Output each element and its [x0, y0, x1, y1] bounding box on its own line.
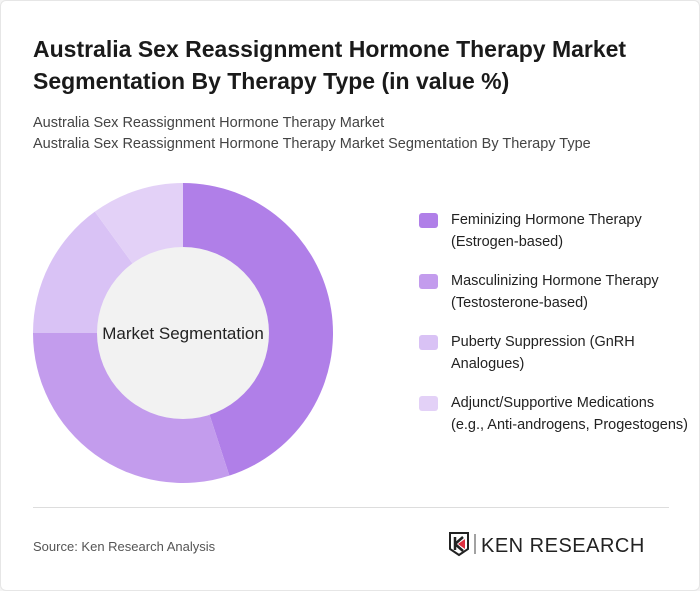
legend-item: Feminizing Hormone Therapy (Estrogen-bas… — [419, 209, 689, 253]
logo-text: KEN RESEARCH — [481, 535, 645, 557]
ken-research-logo: KEN RESEARCH — [449, 532, 645, 557]
legend-label: Masculinizing Hormone Therapy (Testoster… — [451, 273, 659, 311]
subtitle-2: Australia Sex Reassignment Hormone Thera… — [33, 136, 591, 152]
legend-swatch — [419, 335, 438, 350]
chart-title: Australia Sex Reassignment Hormone Thera… — [33, 36, 627, 94]
legend-item: Puberty Suppression (GnRH Analogues) — [419, 331, 689, 375]
source-note: Source: Ken Research Analysis — [33, 539, 216, 554]
legend-swatch — [419, 274, 438, 289]
legend-label: Feminizing Hormone Therapy (Estrogen-bas… — [451, 212, 642, 250]
donut-hole — [97, 247, 269, 419]
legend-swatch — [419, 213, 438, 228]
legend-item: Adjunct/Supportive Medications (e.g., An… — [419, 392, 689, 436]
divider — [33, 507, 669, 508]
legend-item: Masculinizing Hormone Therapy (Testoster… — [419, 270, 689, 314]
subtitle-1: Australia Sex Reassignment Hormone Thera… — [33, 115, 385, 131]
legend-label: Adjunct/Supportive Medications (e.g., An… — [451, 395, 688, 433]
center-label: Market Segmentation — [102, 324, 264, 343]
legend-swatch — [419, 396, 438, 411]
legend: Feminizing Hormone Therapy (Estrogen-bas… — [419, 209, 689, 453]
donut-chart: Market Segmentation — [33, 183, 334, 484]
legend-label: Puberty Suppression (GnRH Analogues) — [451, 334, 635, 372]
